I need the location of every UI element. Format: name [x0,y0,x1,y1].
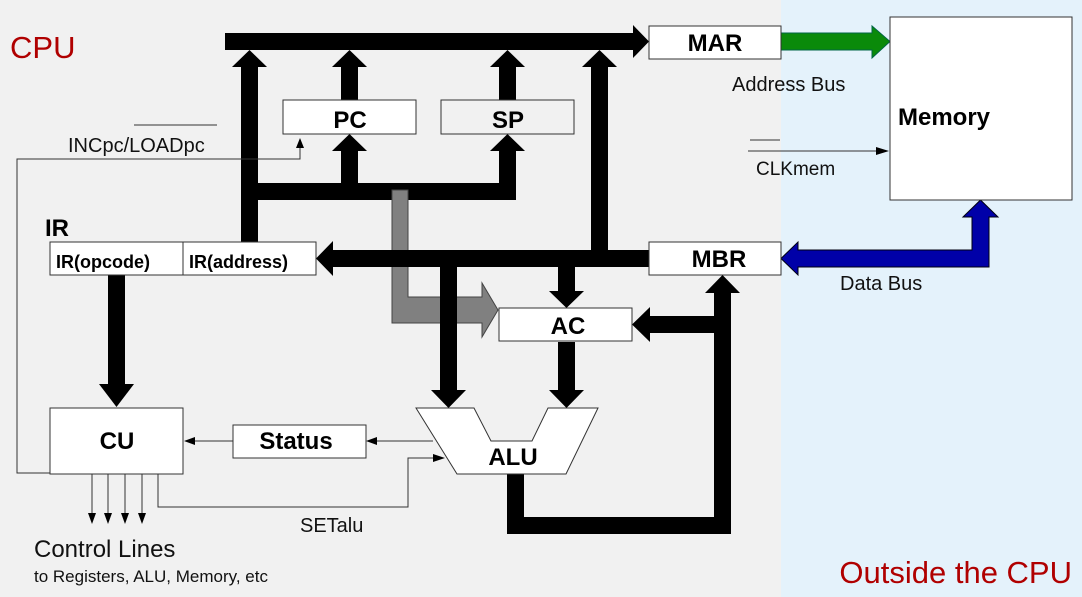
memory-unit[interactable]: Memory [889,16,1073,201]
alu-output-loop [507,275,740,534]
cu-status-arrowhead [184,437,195,445]
ir-opcode-to-cu-arrow [99,275,134,407]
address-bus-label: Address Bus [732,74,845,96]
ir-address-to-top-bus-arrow [232,50,267,242]
pc-register[interactable]: PC [282,99,417,135]
pc-sp-load-bus [258,134,525,200]
status-label: Status [259,428,332,455]
clkmem-arrowhead [876,147,889,155]
mbr-label: MBR [692,246,747,273]
bus-to-alu-left-arrow [431,267,466,408]
sp-register[interactable]: SP [440,99,575,135]
status-register[interactable]: Status [232,424,367,459]
address-bus-arrow [780,24,891,60]
ir-opcode-label: IR(opcode) [56,252,150,272]
cpu-label: CPU [10,30,75,65]
top-bus-to-mar [225,25,649,58]
sp-to-top-bus-arrow [490,50,525,100]
mbr-register[interactable]: MBR [648,241,782,276]
ac-register[interactable]: AC [498,307,633,342]
alu-label: ALU [488,444,537,471]
mbr-to-ir-address-bus [316,241,649,276]
control-lines-label: Control Lines [34,536,175,563]
bus-to-ac-arrow [549,267,584,308]
control-lines-sublabel: to Registers, ALU, Memory, etc [34,567,268,586]
pc-label: PC [333,107,366,134]
ac-to-alu-right-arrow [549,342,584,408]
mbr-to-top-bus-arrow [582,50,617,250]
pc-to-ac-gray-path [391,189,499,339]
memory-label: Memory [898,104,991,131]
control-wires [16,124,880,515]
ir-address-label: IR(address) [189,252,288,272]
setalu-wire [157,457,440,508]
outside-cpu-label: Outside the CPU [839,555,1072,590]
alu-unit[interactable]: ALU [415,407,599,475]
clkmem-label: CLKmem [756,159,835,180]
status-alu-arrowhead [366,437,377,445]
mar-register[interactable]: MAR [648,25,782,60]
ir-register[interactable]: IR(opcode) IR(address) [49,241,317,276]
mar-label: MAR [688,30,743,57]
data-bus-label: Data Bus [840,273,922,295]
pc-to-top-bus-arrow [332,50,367,100]
setalu-label: SETalu [300,515,363,537]
sp-label: SP [492,107,524,134]
cu-label: CU [100,428,135,455]
setalu-arrowhead [433,454,445,462]
data-bus-arrow [780,199,1000,277]
control-wire-arrowheads [88,138,889,524]
inc-load-pc-label: INCpc/LOADpc [68,135,205,157]
cu-unit[interactable]: CU [49,407,184,475]
pc-wire-arrowhead [296,138,304,148]
inc-load-pc-wire [16,140,301,474]
ac-label: AC [551,313,586,340]
ir-title: IR [45,215,69,242]
